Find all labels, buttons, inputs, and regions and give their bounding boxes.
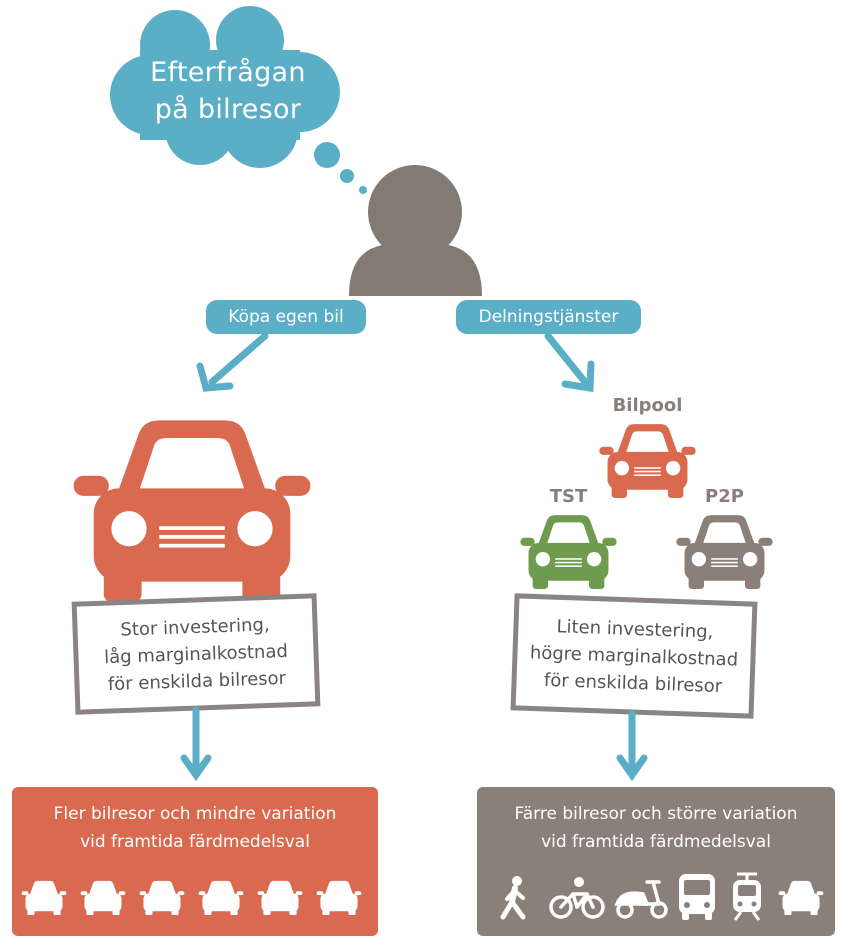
p2p-car-icon	[676, 515, 773, 589]
sign-right-text: Liten investering, högre marginalkostnad…	[517, 612, 752, 701]
thought-line-1: Efterfrågan	[150, 57, 306, 88]
car-icon	[257, 880, 303, 916]
outcome-right-line-2: vid framtida färdmedelsval	[541, 832, 771, 852]
car-icon	[778, 880, 824, 916]
car-icon	[198, 880, 244, 916]
arrow-left	[196, 332, 269, 392]
arrow-down-right	[616, 710, 648, 782]
tst-label: TST	[549, 486, 588, 507]
own-car-icon	[73, 420, 311, 602]
arrow-right	[544, 332, 595, 393]
bus-icon	[679, 874, 715, 920]
outcome-left-icons	[21, 880, 362, 916]
outcome-right-icons	[500, 872, 824, 921]
tst-car-icon	[520, 515, 617, 589]
thought-cloud	[110, 6, 367, 194]
thought-line-2: på bilresor	[154, 94, 302, 125]
outcome-right-line-1: Färre bilresor och större variation	[514, 804, 798, 824]
person-icon	[349, 165, 482, 296]
outcome-left-text: Fler bilresor och mindre variation vid f…	[12, 800, 378, 856]
bilpool-label: Bilpool	[612, 395, 683, 416]
outcome-right-text: Färre bilresor och större variation vid …	[477, 800, 835, 856]
p2p-label: P2P	[705, 486, 744, 507]
bicycle-icon	[549, 877, 605, 919]
path-label-buy-car: Köpa egen bil	[206, 300, 366, 334]
outcome-left-line-1: Fler bilresor och mindre variation	[53, 804, 337, 824]
car-icon	[139, 880, 185, 916]
thought-cloud-text: Efterfrågan på bilresor	[128, 54, 328, 128]
path-label-sharing: Delningstjänster	[456, 300, 641, 334]
pedestrian-icon	[500, 876, 526, 920]
car-icon	[21, 880, 67, 916]
outcome-left-line-2: vid framtida färdmedelsval	[80, 832, 310, 852]
scooter-icon	[614, 880, 668, 919]
outcome-box-left: Fler bilresor och mindre variation vid f…	[12, 787, 378, 936]
outcome-box-right: Färre bilresor och större variation vid …	[477, 787, 835, 936]
car-icon	[316, 880, 362, 916]
car-icon	[80, 880, 126, 916]
tram-icon	[733, 872, 761, 921]
sign-left-text: Stor investering, låg marginalkostnad fö…	[79, 610, 314, 699]
arrow-down-left	[180, 706, 212, 782]
